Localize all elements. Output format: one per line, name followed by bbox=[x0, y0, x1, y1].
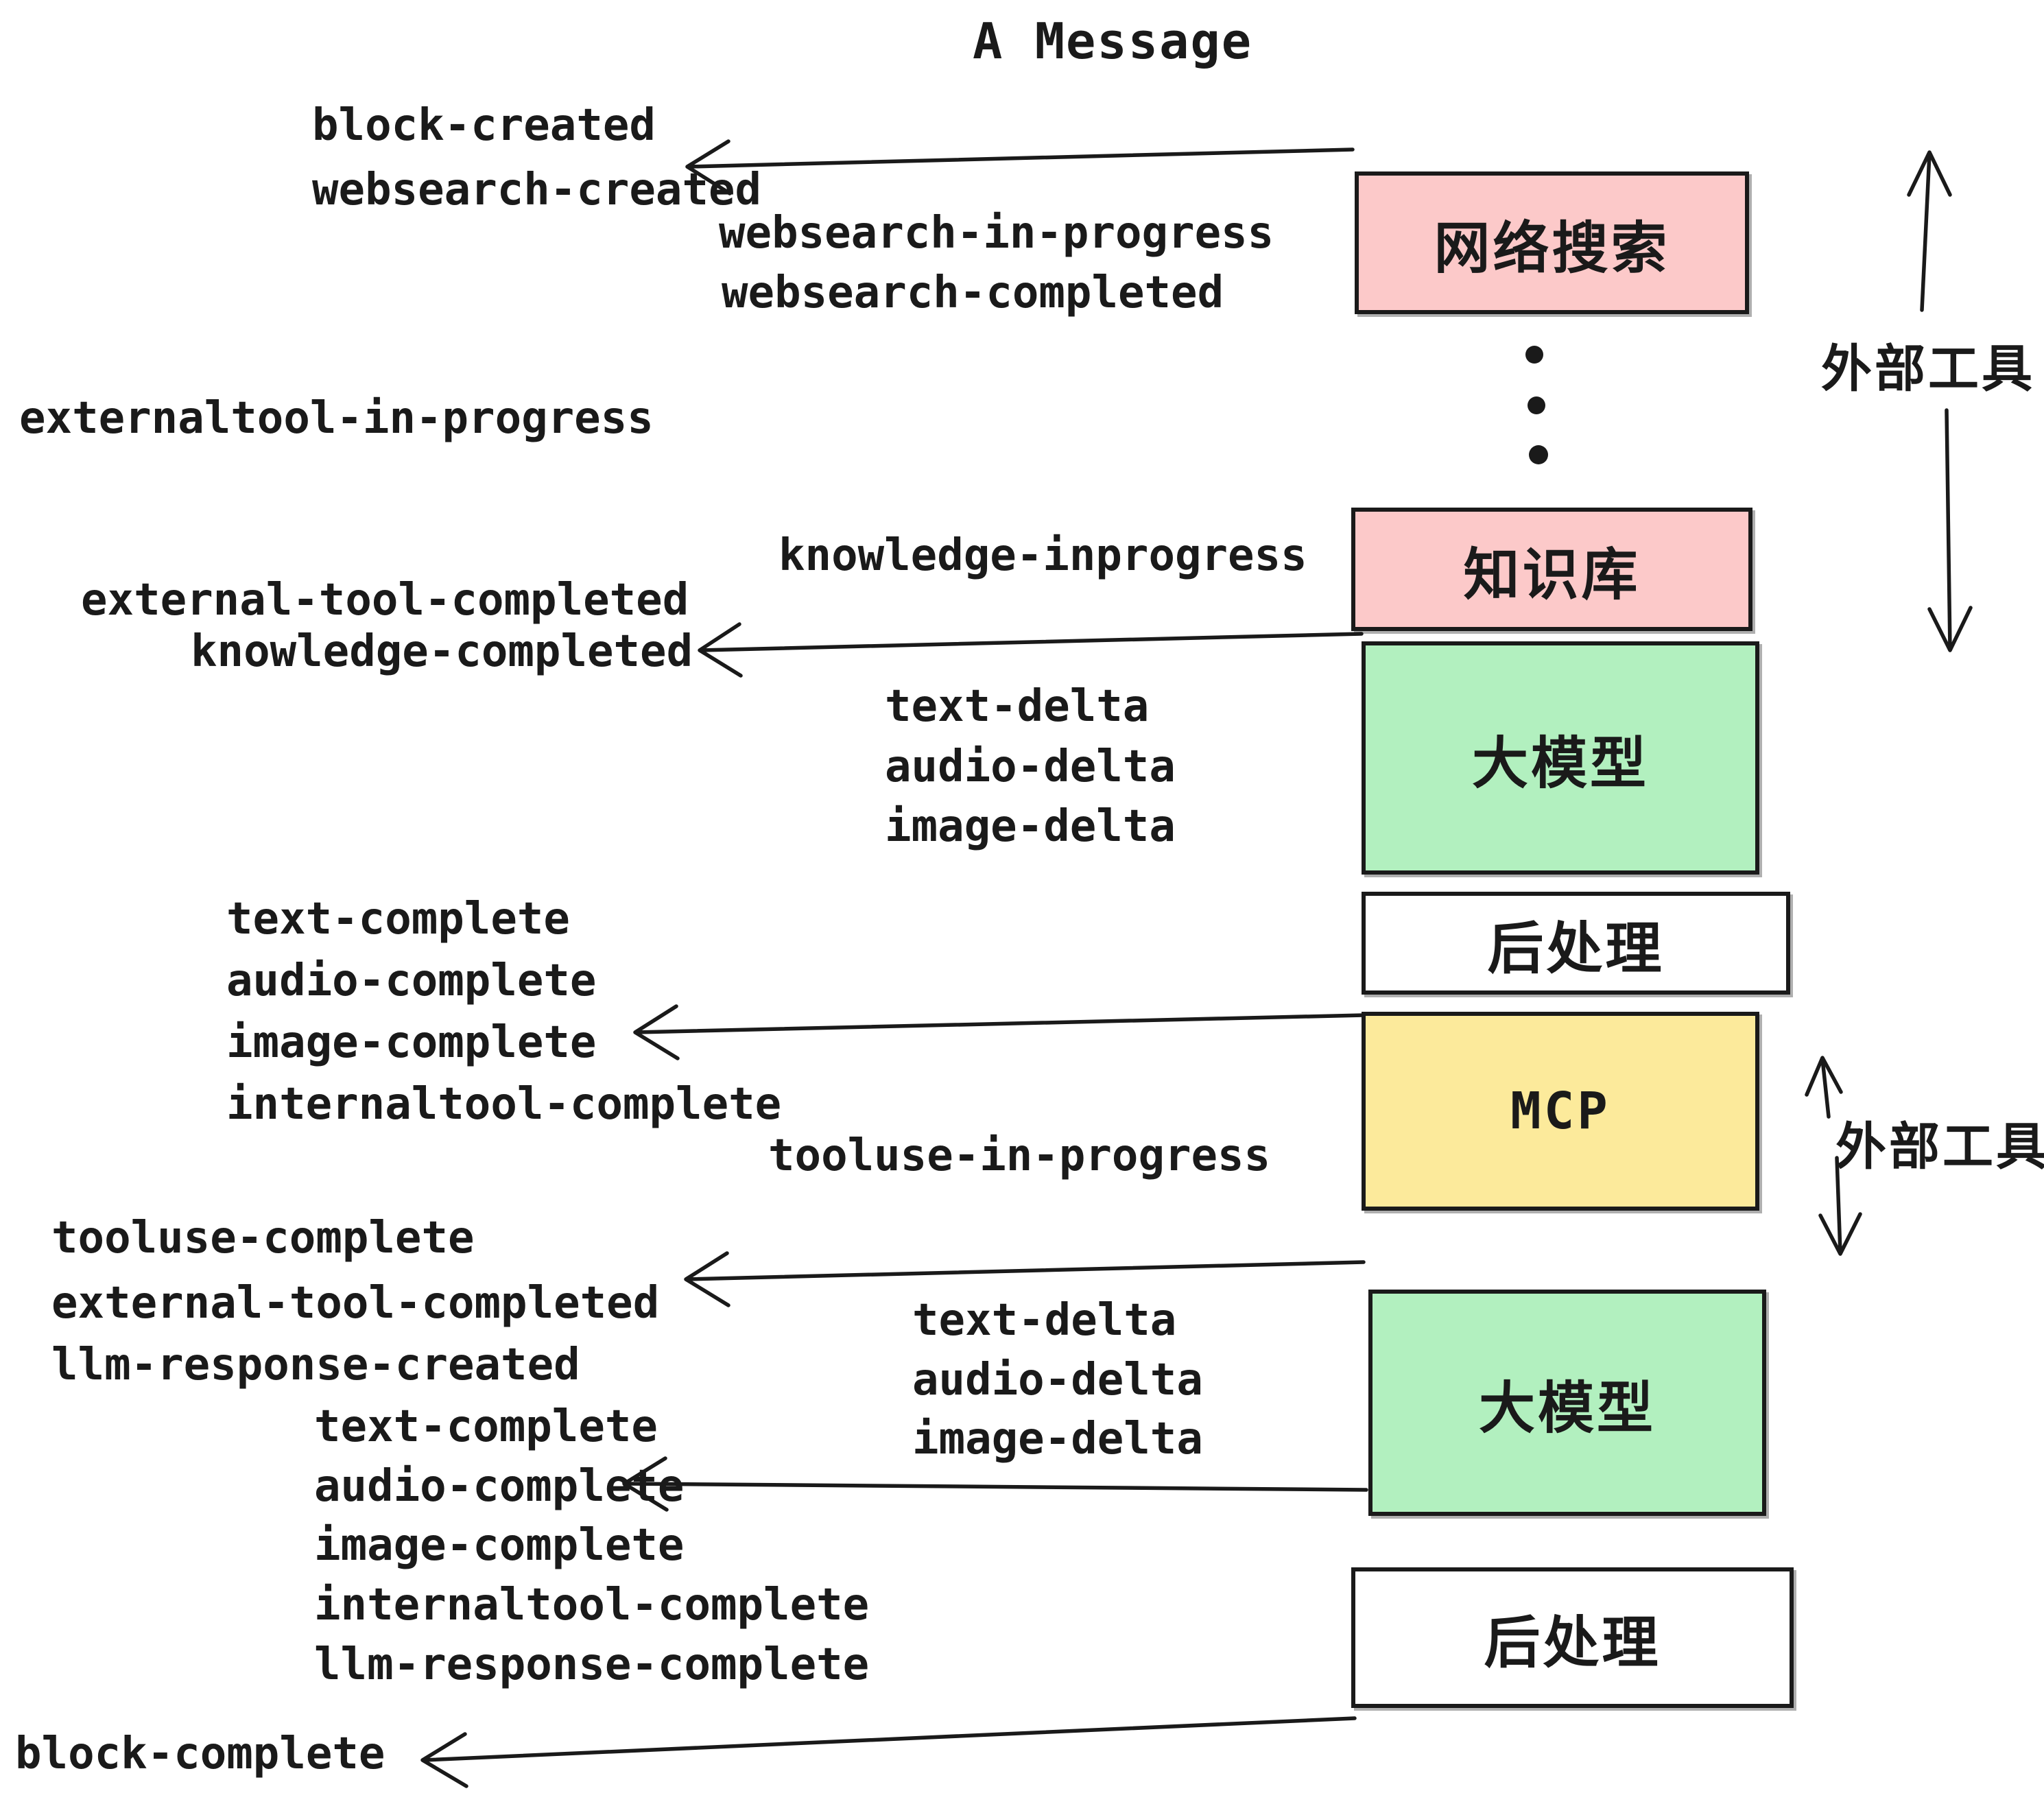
event-audio-complete-1: audio-complete bbox=[226, 956, 597, 1006]
event-knowledge-completed: knowledge-completed bbox=[191, 626, 693, 677]
label-external-tools-mid: 外部工具 bbox=[1835, 1117, 2044, 1176]
event-audio-complete-2: audio-complete bbox=[314, 1461, 685, 1512]
event-block-created: block-created bbox=[312, 100, 656, 151]
arrow-left-knowledge-completed bbox=[698, 622, 1364, 678]
box-llm-1: 大模型 bbox=[1362, 641, 1759, 875]
event-external-tool-completed-2: external-tool-completed bbox=[51, 1278, 660, 1329]
event-image-complete-2: image-complete bbox=[314, 1520, 685, 1571]
box-postprocess-1: 后处理 bbox=[1362, 892, 1790, 995]
box-knowledge-base: 知识库 bbox=[1351, 508, 1752, 631]
arrow-up-external-tools-mid bbox=[1805, 1056, 1843, 1119]
event-tooluse-complete: tooluse-complete bbox=[51, 1213, 475, 1263]
event-llm-response-created: llm-response-created bbox=[51, 1340, 580, 1390]
event-image-delta-1: image-delta bbox=[885, 801, 1176, 852]
event-websearch-created: websearch-created bbox=[312, 165, 762, 215]
page-title: A Message bbox=[973, 12, 1253, 70]
arrow-up-external-tools-top bbox=[1907, 150, 1952, 312]
arrow-left-block-created bbox=[685, 139, 1355, 195]
vertical-ellipsis-icon bbox=[1525, 346, 1548, 464]
arrow-down-external-tools-top bbox=[1927, 408, 1973, 652]
event-audio-delta-2: audio-delta bbox=[912, 1355, 1203, 1405]
box-postprocess-2-label: 后处理 bbox=[1484, 1611, 1661, 1676]
box-llm-1-label: 大模型 bbox=[1471, 731, 1649, 796]
event-knowledge-inprogress: knowledge-inprogress bbox=[779, 530, 1307, 581]
event-text-complete-1: text-complete bbox=[226, 894, 570, 945]
event-image-delta-2: image-delta bbox=[912, 1414, 1203, 1464]
arrow-left-tooluse-complete bbox=[684, 1251, 1366, 1307]
event-image-complete-1: image-complete bbox=[226, 1017, 597, 1068]
event-websearch-in-progress: websearch-in-progress bbox=[719, 208, 1274, 259]
event-websearch-completed: websearch-completed bbox=[722, 268, 1224, 318]
arrow-left-audio-complete bbox=[622, 1456, 1368, 1512]
arrow-left-image-complete bbox=[633, 1004, 1366, 1060]
event-internaltool-complete-2: internaltool-complete bbox=[314, 1580, 870, 1630]
event-audio-delta-1: audio-delta bbox=[885, 741, 1176, 792]
box-postprocess-1-label: 后处理 bbox=[1487, 916, 1665, 982]
label-external-tools-top: 外部工具 bbox=[1821, 340, 2035, 399]
box-mcp: MCP bbox=[1362, 1012, 1759, 1211]
event-block-complete: block-complete bbox=[15, 1729, 385, 1779]
event-externaltool-in-progress: externaltool-in-progress bbox=[19, 393, 654, 444]
box-websearch-label: 网络搜索 bbox=[1434, 215, 1670, 281]
box-mcp-label: MCP bbox=[1510, 1082, 1611, 1141]
arrow-left-block-complete bbox=[420, 1716, 1357, 1788]
event-text-complete-2: text-complete bbox=[314, 1401, 658, 1452]
event-text-delta-2: text-delta bbox=[912, 1295, 1177, 1346]
arrow-down-external-tools-mid bbox=[1818, 1156, 1862, 1256]
event-text-delta-1: text-delta bbox=[885, 681, 1150, 732]
box-postprocess-2: 后处理 bbox=[1351, 1567, 1794, 1708]
event-tooluse-in-progress: tooluse-in-progress bbox=[768, 1130, 1271, 1181]
box-knowledge-base-label: 知识库 bbox=[1463, 542, 1641, 608]
event-internaltool-complete-1: internaltool-complete bbox=[226, 1079, 782, 1130]
event-llm-response-complete: llm-response-complete bbox=[314, 1639, 870, 1690]
box-llm-2-label: 大模型 bbox=[1478, 1375, 1656, 1441]
box-websearch: 网络搜索 bbox=[1355, 171, 1749, 314]
box-llm-2: 大模型 bbox=[1368, 1290, 1766, 1516]
event-external-tool-completed: external-tool-completed bbox=[81, 575, 689, 626]
